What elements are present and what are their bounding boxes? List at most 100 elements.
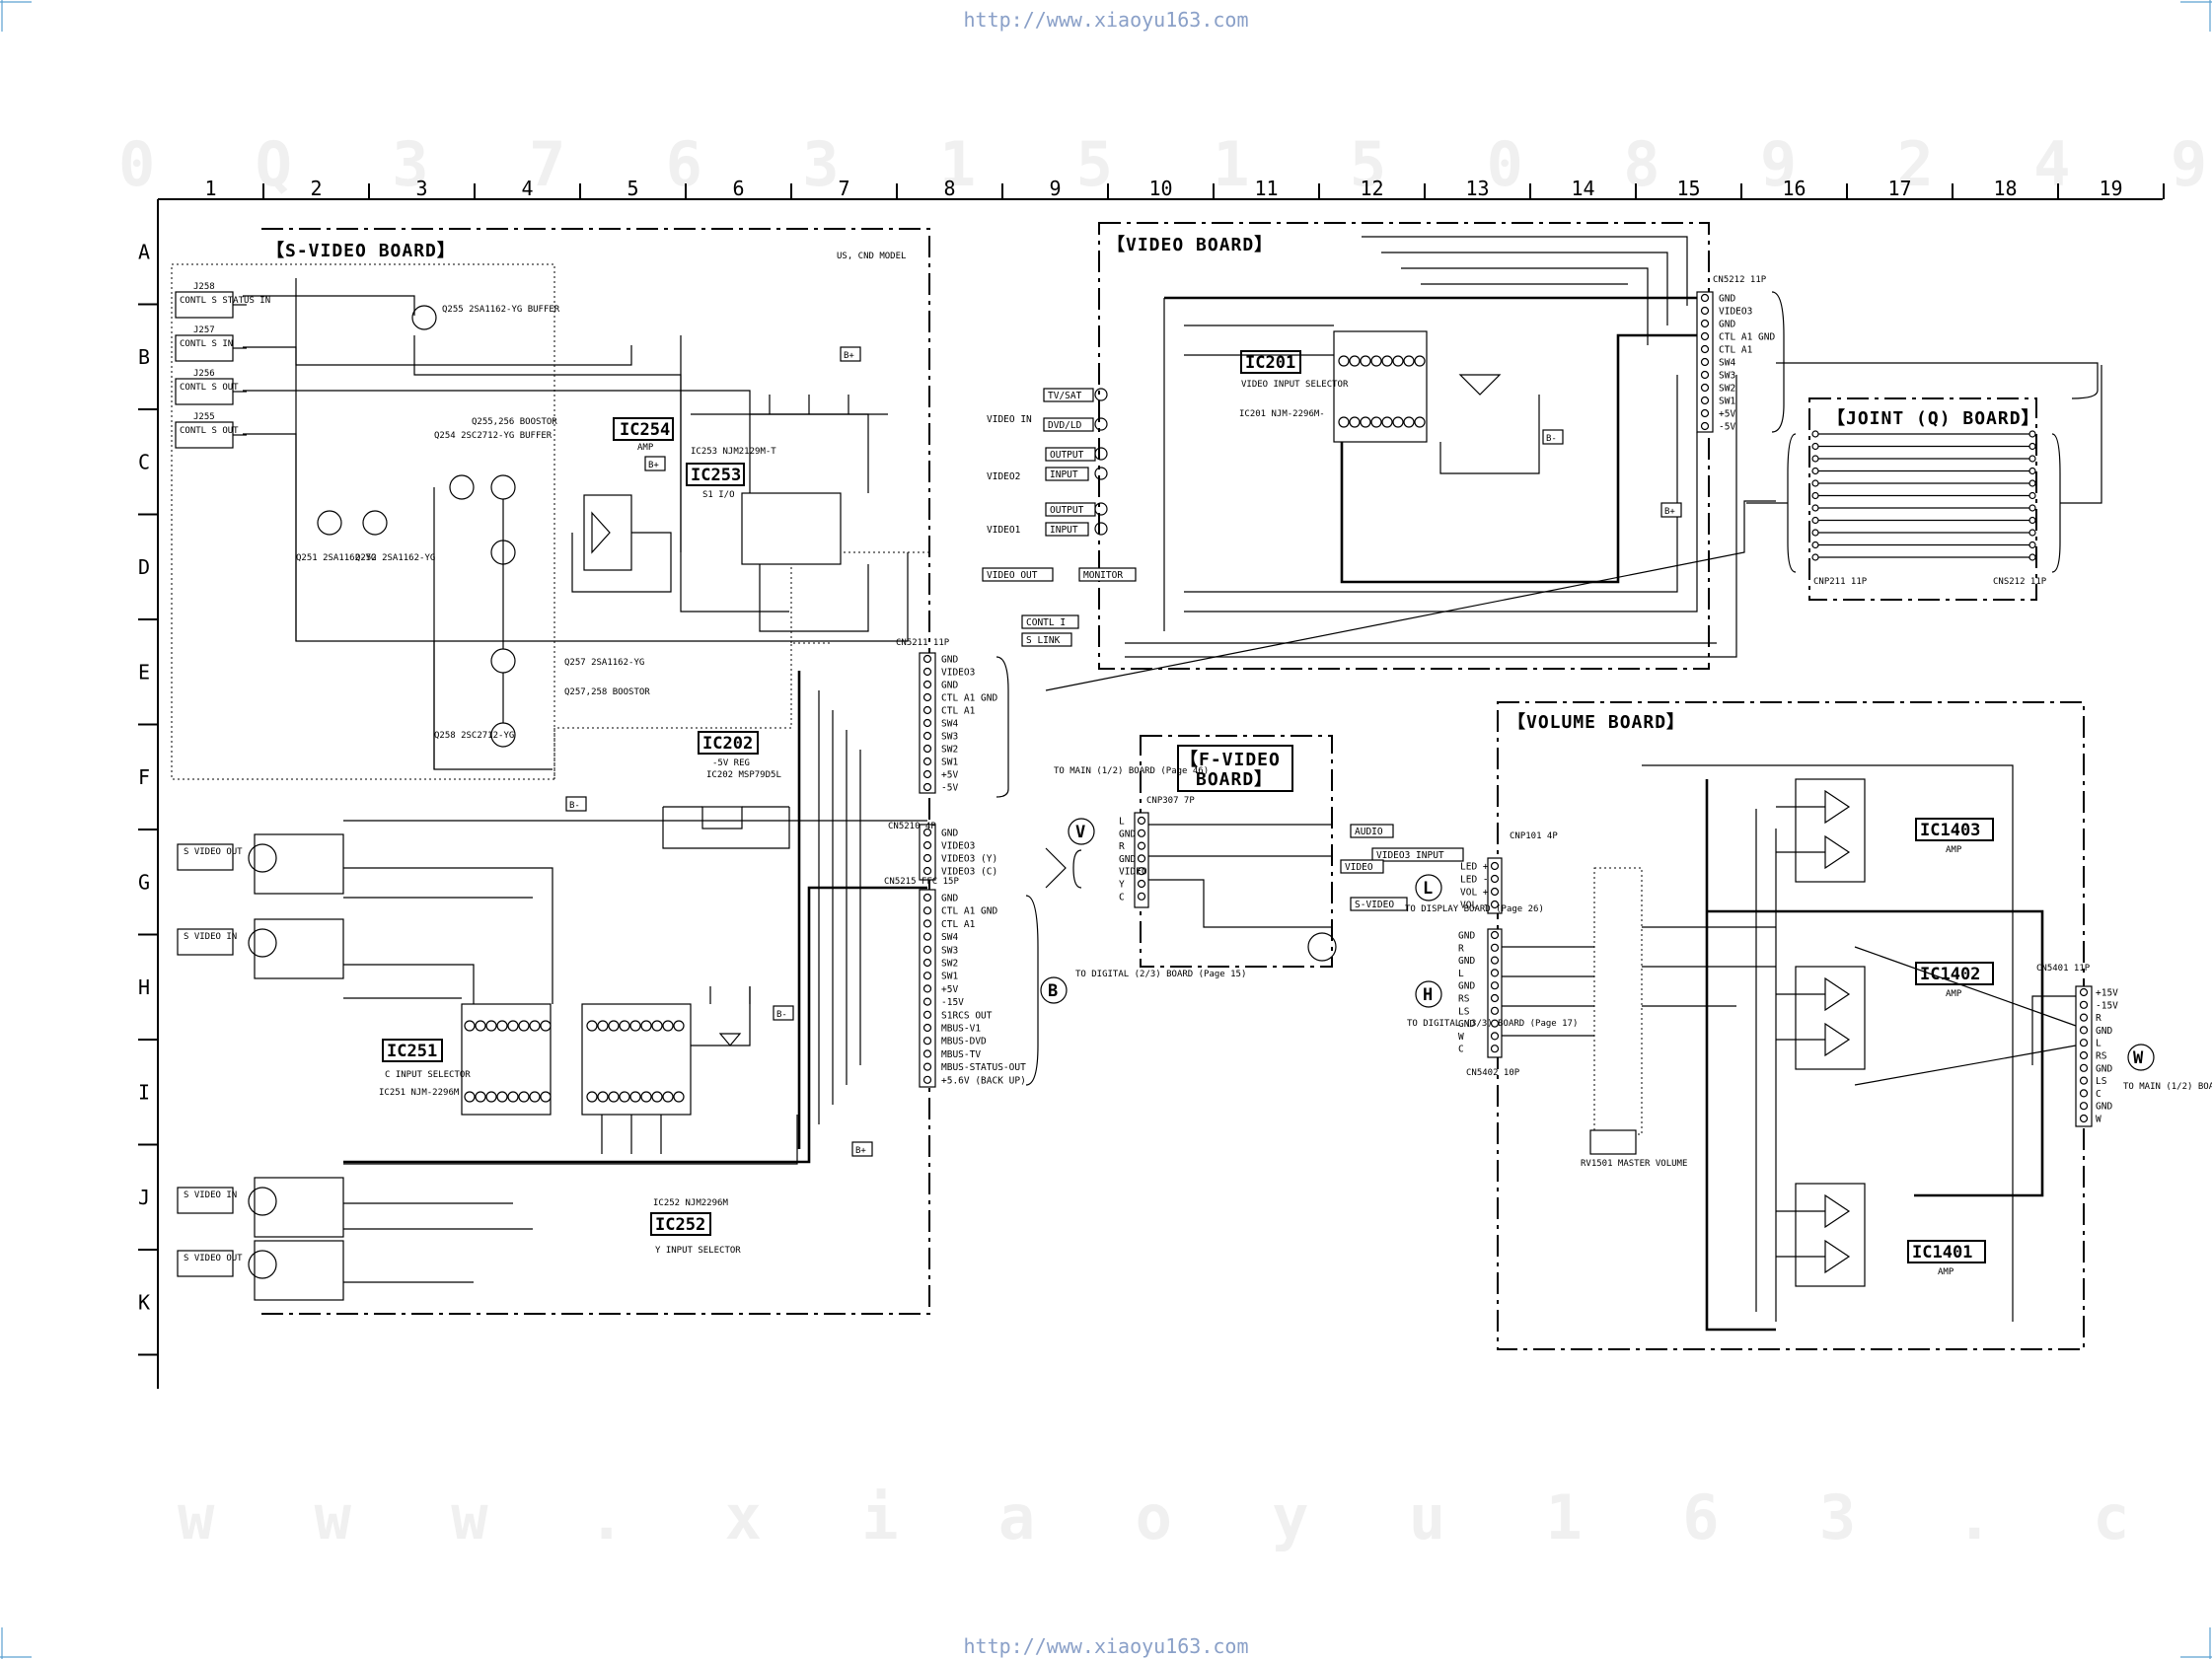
rca-jack (1094, 467, 1108, 480)
connector-pin-label: W (1458, 1032, 1464, 1043)
control-s-connector-label: CONTL S OUT (180, 426, 239, 436)
ref-h-desc: TO DIGITAL (3/3) BOARD (Page 17) (1407, 1019, 1578, 1029)
connector-pin-label: MBUS-TV (941, 1049, 981, 1060)
ic-pin (608, 1020, 620, 1032)
column-number: 17 (1887, 177, 1911, 200)
cn5212-label: CN5212 11P (1713, 275, 1767, 285)
connector-pin (1137, 867, 1146, 876)
connector-pin-label: SW3 (1719, 371, 1735, 382)
connector-pin (922, 893, 932, 902)
connector-pin (1490, 1019, 1500, 1028)
ref-b-desc: TO DIGITAL (2/3) BOARD (Page 15) (1075, 970, 1246, 979)
column-number: 9 (1049, 177, 1061, 200)
connector-pin (922, 840, 932, 850)
ic-pin (496, 1091, 508, 1103)
ic-pin (485, 1020, 497, 1032)
ic-pin (597, 1020, 609, 1032)
connector-pin (1700, 383, 1710, 393)
column-number: 19 (2099, 177, 2122, 200)
ic-pin (518, 1091, 530, 1103)
ic201-pin (1360, 416, 1371, 428)
q257-258-label: Q257,258 BOOSTOR (564, 687, 650, 697)
ic-pin (540, 1020, 552, 1032)
connector-pin-label: GND (941, 681, 958, 691)
ref-w-letter: W (2133, 1048, 2144, 1068)
s-video-board-title: 【S-VIDEO BOARD】 (266, 241, 456, 261)
ic201-pin (1414, 355, 1426, 367)
connector-pin (1490, 956, 1500, 965)
connector-pin-label: VIDEO3 (941, 841, 975, 852)
connector-pin-label: GND (1719, 320, 1735, 330)
connector-pin (1700, 331, 1710, 341)
connector-pin-label: SW3 (941, 732, 958, 743)
ic201-pin (1370, 416, 1382, 428)
s-video-jack-box (177, 1250, 234, 1277)
ic-pin (629, 1020, 641, 1032)
connector-pin (922, 958, 932, 968)
joint-pin (2028, 541, 2036, 549)
q251-transistor (317, 510, 342, 536)
master-volume-label: RV1501 MASTER VOLUME (1581, 1159, 1687, 1169)
ref-w-desc: TO MAIN (1/2) BOARD (Page 46) (2123, 1082, 2212, 1092)
row-letter: A (138, 240, 150, 263)
s-video-jack-label: S VIDEO IN (184, 932, 237, 942)
connector-pin-label: MBUS-STATUS-OUT (941, 1062, 1026, 1073)
row-letter: F (138, 765, 150, 789)
connector-pin-label: +5V (1719, 409, 1735, 420)
fvideo-tag-box (1350, 897, 1408, 911)
ic201-label: IC201 (1245, 353, 1295, 373)
q254-buffer-transistor (449, 474, 475, 500)
control-s-connector-id: J256 (193, 369, 215, 379)
fvideo-tag: VIDEO3 INPUT (1376, 850, 1444, 861)
connector-pin-label: S1RCS OUT (941, 1010, 993, 1021)
s-video-jack-circle (248, 1187, 277, 1216)
connector-pin-label: CTL A1 GND (941, 693, 997, 704)
ic1401-sub: AMP (1938, 1267, 1954, 1277)
row-letter: B (138, 345, 150, 369)
connector-pin-label: RS (1458, 994, 1470, 1005)
connector-pin-label: VIDEO (1119, 867, 1147, 878)
q255-transistor (490, 474, 516, 500)
column-number: 14 (1571, 177, 1594, 200)
s-video-jack-circle (248, 1250, 277, 1279)
joint-pin (2028, 553, 2036, 561)
connector-pin (1700, 293, 1710, 303)
connector-pin (2079, 1102, 2089, 1111)
footer-url[interactable]: http://www.xiaoyu163.com (964, 1634, 1249, 1658)
q252-transistor (362, 510, 388, 536)
connector-pin-label: SW1 (1719, 397, 1735, 407)
ic-pin (586, 1020, 598, 1032)
ic-pin (464, 1020, 476, 1032)
header-url[interactable]: http://www.xiaoyu163.com (964, 8, 1249, 32)
control-s-connector-box (175, 421, 234, 449)
ic201-pin (1370, 355, 1382, 367)
joint-pin (2028, 491, 2036, 500)
connector-pin-label: SW2 (941, 959, 958, 970)
connector-pin (2079, 1076, 2089, 1085)
connector-pin (1137, 854, 1146, 863)
connector-pin (1700, 408, 1710, 418)
connector-pin (1490, 969, 1500, 977)
column-number: 6 (732, 177, 744, 200)
s-video-jack-label: S VIDEO IN (184, 1190, 237, 1200)
ic201-pin (1403, 416, 1415, 428)
ic-pin (518, 1020, 530, 1032)
ic251-label-box (382, 1039, 443, 1062)
connector-pin-label: W (2096, 1115, 2101, 1125)
connector-pin-label: GND (2096, 1026, 2112, 1037)
joint-pin (2028, 442, 2036, 451)
connector-pin (922, 828, 932, 837)
connector-pin-label: LED + (1460, 862, 1489, 873)
column-number: 15 (1676, 177, 1700, 200)
joint-pin (2028, 430, 2036, 438)
connector-pin-label: -5V (1719, 422, 1735, 433)
joint-pin (2028, 504, 2036, 512)
video-input-tag-box (1045, 467, 1089, 481)
q257-transistor (490, 648, 516, 674)
connector-pin (922, 1062, 932, 1071)
row-letter: I (138, 1080, 150, 1104)
connector-pin-label: GND (941, 894, 958, 904)
connector-pin-label: LS (1458, 1006, 1470, 1017)
ref-l-desc: TO DISPLAY BOARD (Page 26) (1405, 904, 1544, 914)
